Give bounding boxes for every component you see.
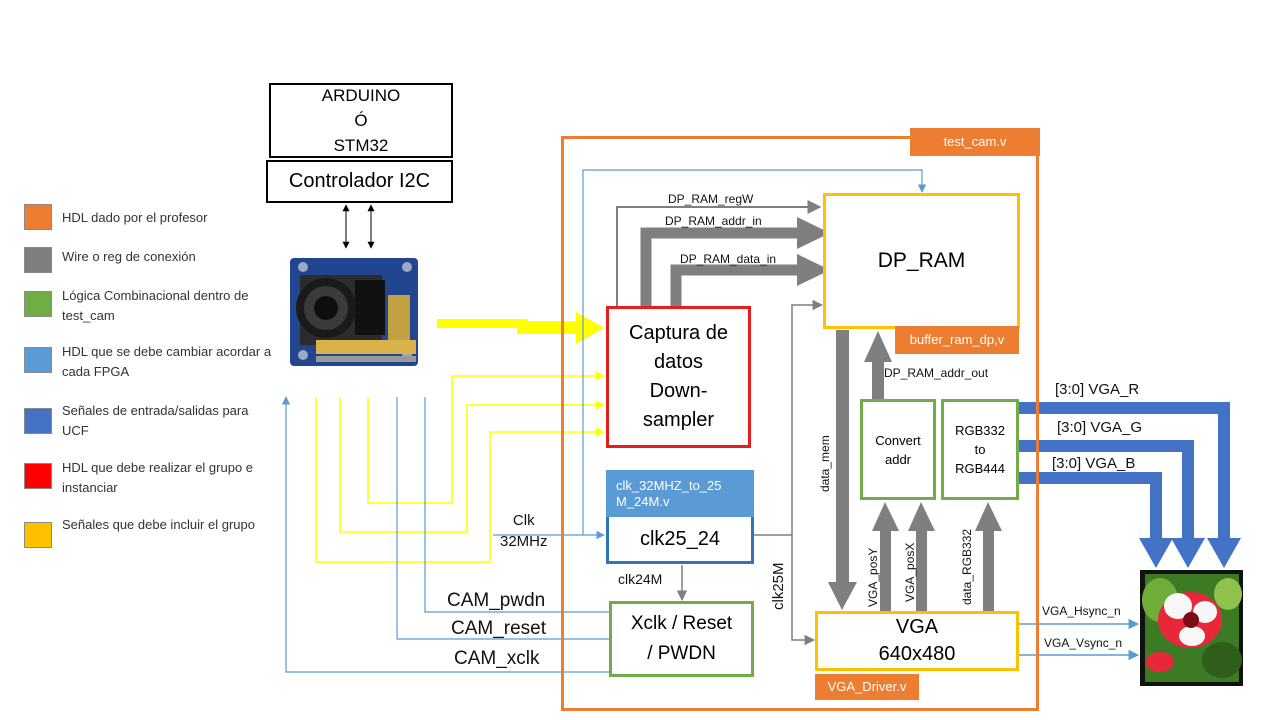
clk-file-tag: clk_32MHZ_to_25 M_24M.v — [606, 470, 754, 518]
legend-swatch-red — [24, 463, 52, 489]
signal-addr-in-label: DP_RAM_addr_in — [665, 214, 762, 228]
cam-control-wires — [281, 169, 927, 673]
signal-data-mem-label: data_mem — [818, 435, 832, 492]
i2c-wires — [342, 204, 375, 249]
signal-vga-b-label: [3:0] VGA_B — [1052, 455, 1136, 472]
signal-vga-r-label: [3:0] VGA_R — [1055, 381, 1140, 398]
legend-label: HDL dado por el profesor — [62, 210, 208, 225]
addr-out-arrow — [864, 331, 892, 400]
signal-cam-reset-label: CAM_reset — [451, 618, 547, 639]
signal-data-in-label: DP_RAM_data_in — [680, 252, 777, 266]
legend-label: Wire o reg de conexión — [62, 249, 196, 264]
camera-yellow-signals — [315, 371, 605, 563]
vga-rgb-arrows — [1018, 402, 1241, 568]
legend-item: Lógica Combinacional dentro de test_cam — [24, 288, 284, 331]
legend-swatch-green — [24, 291, 52, 317]
convert-addr-block: Convert addr — [860, 399, 936, 500]
signal-cam-xclk-label: CAM_xclk — [454, 648, 540, 669]
signal-vga-g-label: [3:0] VGA_G — [1057, 419, 1143, 436]
legend-label: HDL que se debe cambiar acordar a cada F… — [62, 344, 272, 379]
legend-swatch-yellow — [24, 522, 52, 548]
clk25-24-block: clk25_24 — [606, 517, 754, 564]
legend-swatch-orange — [24, 204, 52, 230]
legend-label: Señales de entrada/salidas para UCF — [62, 403, 249, 438]
capture-downsampler-block: Captura de datos Down- sampler — [606, 306, 751, 448]
signal-clk25-label: clk25M — [770, 562, 787, 610]
vga-up-arrows — [872, 502, 1002, 612]
legend-item: Señales que debe incluir el grupo — [24, 517, 284, 562]
rgb332-to-rgb444-block: RGB332 to RGB444 — [941, 399, 1019, 500]
monitor-image — [1140, 570, 1243, 686]
test-cam-module — [561, 136, 1039, 711]
legend-swatch-blue — [24, 408, 52, 434]
capture-to-ram-wires — [616, 200, 830, 307]
vga-block: VGA 640x480 — [815, 611, 1019, 671]
test-cam-file-tag: test_cam.v — [910, 128, 1040, 156]
legend-item: Wire o reg de conexión — [24, 247, 284, 287]
legend-label: HDL que debe realizar el grupo e instanc… — [62, 460, 254, 495]
legend-item: HDL que debe realizar el grupo e instanc… — [24, 460, 284, 503]
xclk-reset-pwdn-block: Xclk / Reset / PWDN — [609, 601, 754, 677]
camera-module-icon — [290, 258, 418, 366]
dp-ram-block: DP_RAM — [823, 193, 1020, 329]
signal-posx-label: VGA_posX — [903, 542, 917, 602]
signal-clk-in-label: Clk 32MHz — [500, 512, 548, 550]
signal-hsync-label: VGA_Hsync_n — [1042, 604, 1121, 618]
legend-item: HDL que se debe cambiar acordar a cada F… — [24, 344, 284, 387]
vga-driver-file-tag: VGA_Driver.v — [815, 674, 919, 700]
legend-label: Lógica Combinacional dentro de test_cam — [62, 288, 249, 323]
legend-swatch-gray — [24, 247, 52, 273]
signal-addr-out-label: DP_RAM_addr_out — [884, 366, 989, 380]
legend-swatch-lightblue — [24, 347, 52, 373]
signal-regw-label: DP_RAM_regW — [668, 192, 754, 206]
arduino-block: ARDUINO Ó STM32 — [269, 83, 453, 158]
signal-data-rgb332-label: data_RGB332 — [960, 528, 974, 605]
data-mem-arrow — [828, 330, 857, 610]
legend-label: Señales que debe incluir el grupo — [62, 517, 255, 532]
legend-item: HDL dado por el profesor — [24, 204, 284, 244]
signal-clk24-label: clk24M — [618, 571, 663, 587]
dp-ram-file-tag: buffer_ram_dp,v — [895, 326, 1019, 354]
signal-cam-pwdn-label: CAM_pwdn — [447, 590, 546, 611]
i2c-controller-block: Controlador I2C — [266, 160, 453, 203]
signal-vsync-label: VGA_Vsync_n — [1044, 636, 1123, 650]
legend-item: Señales de entrada/salidas para UCF — [24, 403, 284, 448]
clock-wires — [676, 299, 824, 646]
signal-posy-label: VGA_posY — [866, 547, 880, 607]
